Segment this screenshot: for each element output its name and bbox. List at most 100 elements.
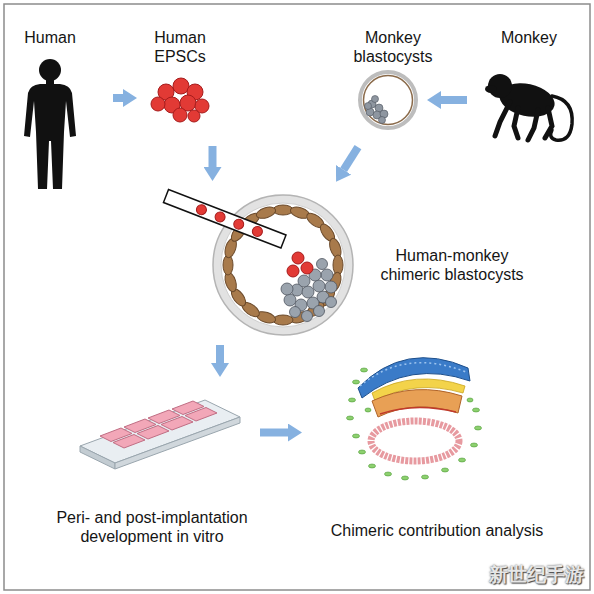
human-silhouette-part (39, 59, 61, 81)
chimeric-blastocyst-part (327, 237, 343, 259)
chimeric-blastocyst-part (232, 218, 245, 231)
node-label: Human (5, 28, 95, 47)
flow-arrow (441, 96, 467, 104)
embryo-section-part (361, 368, 368, 372)
chimeric-blastocyst-part (325, 281, 337, 293)
chimeric-blastocyst-part (298, 275, 310, 287)
monkey-blastocyst-part (372, 96, 379, 103)
chimeric-blastocyst-part (326, 297, 337, 308)
embryo-section-part (459, 458, 466, 462)
embryo-section-part (365, 408, 371, 412)
human-epsc-cells-part (173, 108, 187, 122)
chimeric-blastocyst-part (290, 307, 301, 318)
embryo-section-part (369, 464, 376, 468)
embryo-section-part (349, 398, 356, 402)
embryo-section-part (471, 443, 478, 447)
embryo-section-part (402, 476, 409, 480)
flow-arrow (113, 94, 123, 102)
monkey-silhouette-part (514, 108, 518, 138)
monkey-silhouette-part (485, 85, 497, 93)
monkey-blastocyst-part (364, 76, 413, 125)
embryo-section-part (353, 380, 360, 384)
chimeric-blastocyst-part (302, 311, 313, 322)
culture-slide-part (161, 417, 193, 431)
chimeric-blastocyst-part (302, 286, 314, 298)
figure-panel: Human-monkey chimeric blastocysts (205, 185, 361, 345)
culture-slide-part (113, 435, 145, 449)
monkey-silhouette-part (495, 102, 510, 136)
figure-panel: Monkey (470, 60, 580, 150)
human-epsc-cells (151, 78, 209, 122)
chimeric-blastocyst (163, 189, 353, 335)
watermark: 新世纪手游 (489, 562, 584, 588)
culture-slide-part (185, 408, 217, 422)
monkey-silhouette-part (528, 110, 538, 140)
monkey-blastocyst-part (379, 117, 386, 124)
chimeric-blastocyst-part (163, 189, 286, 248)
node-label: Human EPSCs (144, 28, 216, 66)
chimeric-blastocyst-part (301, 262, 313, 274)
node-label: Monkey blastocysts (345, 28, 441, 66)
embryo-section-part (475, 426, 482, 430)
embryo-section-part (473, 408, 480, 412)
monkey-blastocyst (360, 72, 416, 128)
chimeric-blastocyst-part (214, 211, 227, 224)
embryo-section-part (442, 468, 449, 472)
monkey-blastocyst-part (365, 103, 372, 110)
chimeric-blastocyst-part (287, 265, 299, 277)
chimeric-blastocyst-part (314, 306, 325, 317)
embryo-section-part (372, 390, 462, 417)
figure-panel: Chimeric contribution analysis (340, 345, 485, 480)
figure-panel: Human (10, 55, 110, 195)
chimeric-blastocyst-part (281, 259, 337, 322)
embryo-section-part (353, 434, 360, 438)
human-epsc-cells-part (188, 110, 200, 122)
flow-arrow (344, 147, 358, 170)
node-label: Chimeric contribution analysis (302, 521, 572, 540)
monkey-silhouette (485, 74, 572, 140)
culture-slide (80, 400, 240, 469)
chimeric-blastocyst-part (255, 205, 277, 221)
embryo-section-part (359, 450, 366, 454)
node-label: Peri- and post-implantation development … (39, 508, 265, 546)
human-epsc-cells-part (151, 97, 165, 111)
figure-panel: Peri- and post-implantation development … (75, 395, 235, 470)
chimeric-blastocyst-part (195, 203, 264, 238)
chimeric-blastocyst-part (292, 252, 304, 264)
embryo-section (347, 358, 482, 480)
chimeric-blastocyst-part (163, 189, 286, 248)
chimeric-blastocyst-part (317, 259, 328, 270)
human-silhouette-part (24, 84, 76, 189)
flow-arrow (216, 345, 224, 363)
culture-slide-part (137, 426, 169, 440)
chimeric-blastocyst-part (284, 294, 296, 306)
embryo-section-part (380, 407, 456, 414)
monkey-blastocyst-part (365, 96, 389, 124)
monkey-blastocyst-part (360, 72, 416, 128)
chimeric-blastocyst-part (321, 269, 333, 281)
flow-arrow (260, 429, 288, 437)
embryo-section-part (422, 475, 429, 479)
figure-panel: Human EPSCs (140, 72, 220, 124)
embryo-section-part (347, 368, 482, 480)
embryo-section-part (371, 421, 459, 461)
chimeric-blastocyst-part (195, 203, 208, 216)
embryo-section-part (467, 398, 473, 402)
chimeric-blastocyst-part (223, 271, 239, 293)
figure-panel: Monkey blastocysts (352, 68, 424, 132)
culture-slide-part (80, 446, 115, 469)
chimeric-blastocyst-part (221, 203, 345, 327)
flow-arrow (209, 146, 217, 167)
embryo-section-part (385, 472, 392, 476)
embryo-section-part (347, 416, 354, 420)
monkey-silhouette-part (551, 96, 573, 140)
chimeric-blastocyst-part (313, 280, 325, 292)
node-label: Human-monkey chimeric blastocysts (372, 246, 532, 284)
chimeric-blastocyst-part (287, 252, 313, 277)
figure-border (4, 4, 590, 590)
culture-slide-part (100, 401, 217, 448)
chimeric-blastocyst-part (251, 225, 264, 238)
